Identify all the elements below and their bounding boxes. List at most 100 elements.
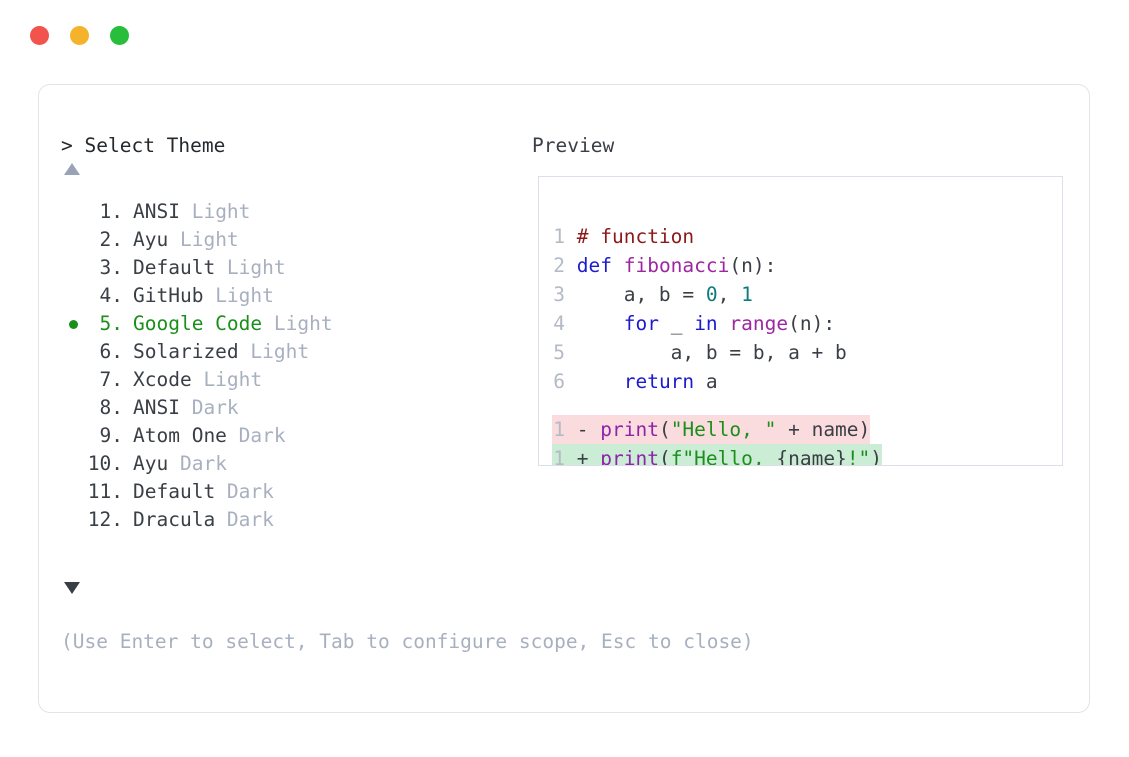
theme-item-name: Solarized	[133, 340, 239, 363]
line-number: 2	[553, 254, 565, 277]
code-token	[577, 370, 624, 393]
theme-item-variant: Light	[179, 200, 251, 223]
code-token: in	[694, 312, 718, 335]
theme-list-item[interactable]: 3. Default Light	[61, 254, 531, 282]
diff-marker: -	[565, 418, 601, 441]
theme-item-index: 6.	[87, 340, 124, 363]
diff-token: (	[658, 447, 671, 466]
code-gutter-space	[565, 254, 577, 277]
minimize-dot[interactable]	[70, 25, 89, 45]
selected-bullet-icon	[69, 320, 78, 329]
triangle-up-icon[interactable]	[64, 163, 80, 175]
theme-item-name: Ayu	[133, 452, 169, 475]
theme-item-index: 1.	[87, 200, 124, 223]
code-token: 0	[705, 283, 718, 306]
theme-item-variant: Dark	[215, 508, 274, 531]
diff-token: {name}	[776, 447, 847, 466]
code-token: # function	[576, 225, 695, 248]
line-number: 3	[553, 283, 565, 306]
diff-token: )	[870, 447, 883, 466]
theme-item-variant: Light	[203, 284, 274, 307]
window-titlebar	[0, 0, 1129, 70]
theme-item-name: Dracula	[133, 508, 216, 531]
diff-token: (	[658, 418, 671, 441]
diff-marker: +	[565, 447, 601, 466]
code-line: 1 # function	[552, 222, 847, 251]
theme-item-index: 7.	[87, 368, 124, 391]
theme-list-item[interactable]: 9. Atom One Dark	[61, 422, 531, 450]
diff-line-highlight: 1 + print(f"Hello, {name}!")	[552, 444, 883, 466]
theme-item-variant: Light	[215, 256, 286, 279]
code-token: a, b =	[576, 283, 706, 306]
code-gutter-space	[565, 370, 577, 393]
theme-item-name: Atom One	[133, 424, 227, 447]
code-token: range	[729, 312, 789, 335]
code-gutter-space	[565, 312, 577, 335]
diff-token: print	[600, 418, 659, 441]
theme-item-variant: Light	[262, 312, 333, 335]
line-number: 5	[553, 341, 565, 364]
page-title: Select Theme	[72, 134, 226, 157]
diff-token: print	[600, 447, 659, 466]
code-token: ,	[717, 283, 742, 306]
code-token: fibonacci	[623, 254, 730, 277]
theme-item-variant: Dark	[168, 452, 227, 475]
line-number: 4	[553, 312, 565, 335]
prompt-caret-icon: >	[61, 134, 73, 157]
diff-line-number: 1	[553, 418, 565, 441]
code-gutter-space	[565, 341, 577, 364]
code-token: return	[623, 370, 695, 393]
theme-item-variant: Light	[168, 228, 239, 251]
diff-token: + name)	[776, 418, 871, 441]
theme-item-index: 5.	[87, 312, 124, 335]
theme-item-index: 9.	[87, 424, 124, 447]
theme-list-item[interactable]: 1. ANSI Light	[61, 198, 531, 226]
theme-list-item[interactable]: 6.Solarized Light	[61, 338, 531, 366]
theme-item-name: Default	[133, 256, 216, 279]
theme-list-item[interactable]: 7.Xcode Light	[61, 366, 531, 394]
code-line: 2 def fibonacci(n):	[552, 251, 847, 280]
diff-line-number: 1	[553, 447, 565, 466]
theme-item-name: ANSI	[133, 396, 180, 419]
code-token: (n):	[729, 254, 777, 277]
code-token: a	[694, 370, 718, 393]
code-line: 4 for _ in range(n):	[552, 309, 847, 338]
code-line: 6 return a	[552, 367, 847, 396]
theme-list-item[interactable]: 2. Ayu Light	[61, 226, 531, 254]
code-token: def	[576, 254, 624, 277]
theme-list-item[interactable]: 12.Dracula Dark	[61, 506, 531, 534]
code-token: 1	[741, 283, 753, 306]
triangle-down-icon[interactable]	[64, 582, 80, 594]
theme-item-variant: Dark	[226, 424, 286, 447]
code-gutter-space	[565, 283, 577, 306]
theme-list-item[interactable]: 5.Google Code Light	[61, 310, 531, 338]
diff-token: f"Hello,	[670, 447, 777, 466]
code-token: (n):	[788, 312, 836, 335]
line-number: 1	[553, 225, 565, 248]
theme-chooser-panel: > Select Theme 1. ANSI Light 2. Ayu Light …	[61, 85, 754, 712]
theme-picker-card: > Select Theme 1. ANSI Light 2. Ayu Light …	[38, 84, 1090, 713]
theme-item-index: 10.	[87, 452, 123, 475]
code-token: for	[623, 312, 659, 335]
theme-list-item[interactable]: 10. Ayu Dark	[61, 450, 531, 478]
code-line: 3 a, b = 0, 1	[552, 280, 847, 309]
theme-list: 1. ANSI Light 2. Ayu Light 3. Default Light…	[61, 198, 531, 534]
theme-item-variant: Dark	[215, 480, 274, 503]
theme-list-item[interactable]: 4.GitHub Light	[61, 282, 531, 310]
theme-list-item[interactable]: 11.Default Dark	[61, 478, 531, 506]
theme-item-name: GitHub	[133, 284, 204, 307]
theme-item-index: 3.	[87, 256, 124, 279]
code-token: a, b = b, a + b	[576, 341, 847, 364]
theme-item-name: Xcode	[133, 368, 192, 391]
maximize-dot[interactable]	[110, 25, 129, 45]
theme-item-name: ANSI	[133, 200, 180, 223]
code-token	[577, 312, 624, 335]
code-line: 5 a, b = b, a + b	[552, 338, 847, 367]
close-dot[interactable]	[30, 25, 49, 45]
theme-item-name: Ayu	[133, 228, 169, 251]
theme-list-item[interactable]: 8.ANSI Dark	[61, 394, 531, 422]
theme-item-index: 2.	[87, 228, 124, 251]
code-gutter-space	[565, 225, 577, 248]
